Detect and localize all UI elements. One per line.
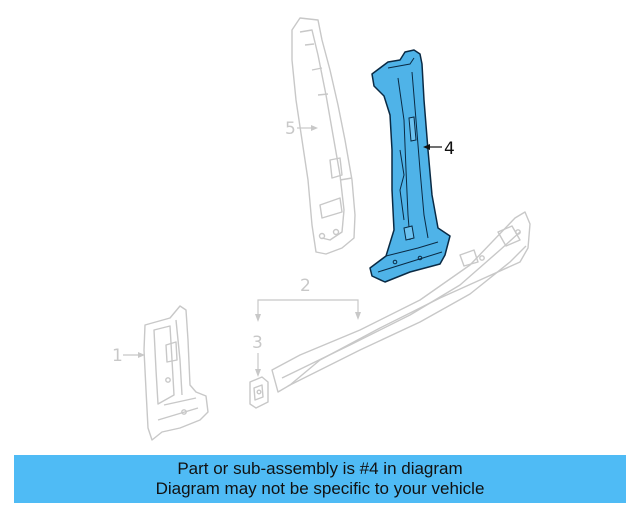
callout-2[interactable]: 2	[255, 276, 361, 322]
callout-3-label: 3	[252, 333, 263, 353]
part-3-bracket[interactable]	[249, 376, 269, 409]
parts-diagram: 1 2 3 4 5	[112, 17, 531, 441]
banner-line-1: Part or sub-assembly is #4 in diagram	[177, 459, 463, 478]
callout-1[interactable]: 1	[112, 346, 145, 366]
part-2-rocker-panel[interactable]	[271, 211, 531, 393]
callout-4[interactable]: 4	[423, 139, 455, 159]
part-4-center-pillar[interactable]	[369, 49, 451, 283]
info-banner: Part or sub-assembly is #4 in diagram Di…	[14, 455, 626, 503]
part-1-reinforcement[interactable]	[143, 305, 209, 441]
callout-4-label: 4	[444, 139, 455, 159]
callout-1-label: 1	[112, 346, 123, 366]
callout-5-label: 5	[285, 119, 296, 139]
banner-line-2: Diagram may not be specific to your vehi…	[155, 479, 485, 498]
part-5-inner-pillar[interactable]	[291, 17, 356, 255]
callout-3[interactable]: 3	[252, 333, 263, 377]
callout-5[interactable]: 5	[285, 119, 318, 139]
callout-2-label: 2	[300, 276, 311, 296]
